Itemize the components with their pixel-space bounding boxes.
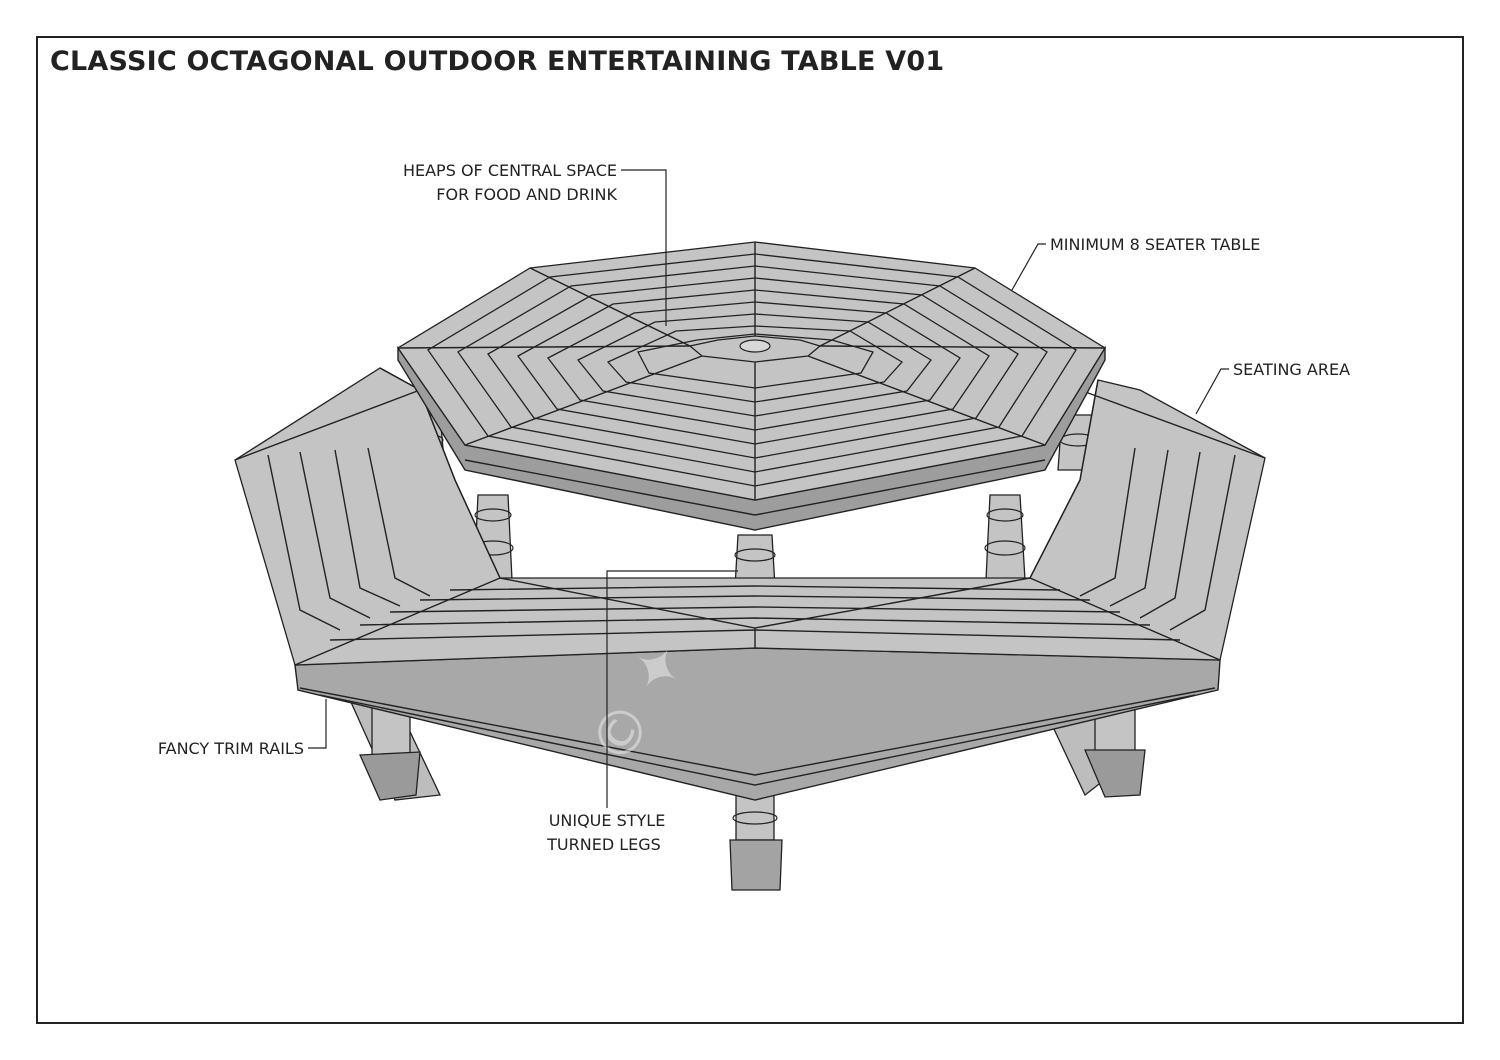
label-turned-legs-line1: UNIQUE STYLE bbox=[549, 811, 666, 830]
bench-seat bbox=[234, 367, 1266, 801]
bench-planks bbox=[234, 389, 1266, 666]
table-top bbox=[397, 241, 1106, 531]
drawing-frame bbox=[36, 36, 1464, 1024]
label-central-space-line1: HEAPS OF CENTRAL SPACE bbox=[403, 161, 617, 180]
drawing-title: CLASSIC OCTAGONAL OUTDOOR ENTERTAINING T… bbox=[50, 46, 945, 77]
table-planks bbox=[397, 242, 1106, 500]
label-trim-rails: FANCY TRIM RAILS bbox=[158, 739, 304, 758]
label-central-space-line2: FOR FOOD AND DRINK bbox=[436, 185, 617, 204]
annotation-seating-area: SEATING AREA bbox=[1195, 360, 1350, 415]
annotation-central-space: HEAPS OF CENTRAL SPACE FOR FOOD AND DRIN… bbox=[403, 161, 667, 326]
bench-leg-front bbox=[729, 794, 783, 891]
label-seating-area: SEATING AREA bbox=[1233, 360, 1350, 379]
annotation-turned-legs: UNIQUE STYLE TURNED LEGS bbox=[546, 570, 738, 854]
label-min-seater: MINIMUM 8 SEATER TABLE bbox=[1050, 235, 1260, 254]
annotation-trim-rails: FANCY TRIM RAILS bbox=[158, 699, 327, 758]
label-turned-legs-line2: TURNED LEGS bbox=[546, 835, 661, 854]
annotation-min-seater: MINIMUM 8 SEATER TABLE bbox=[1011, 235, 1260, 291]
table-leg-mid-right bbox=[984, 494, 1026, 581]
